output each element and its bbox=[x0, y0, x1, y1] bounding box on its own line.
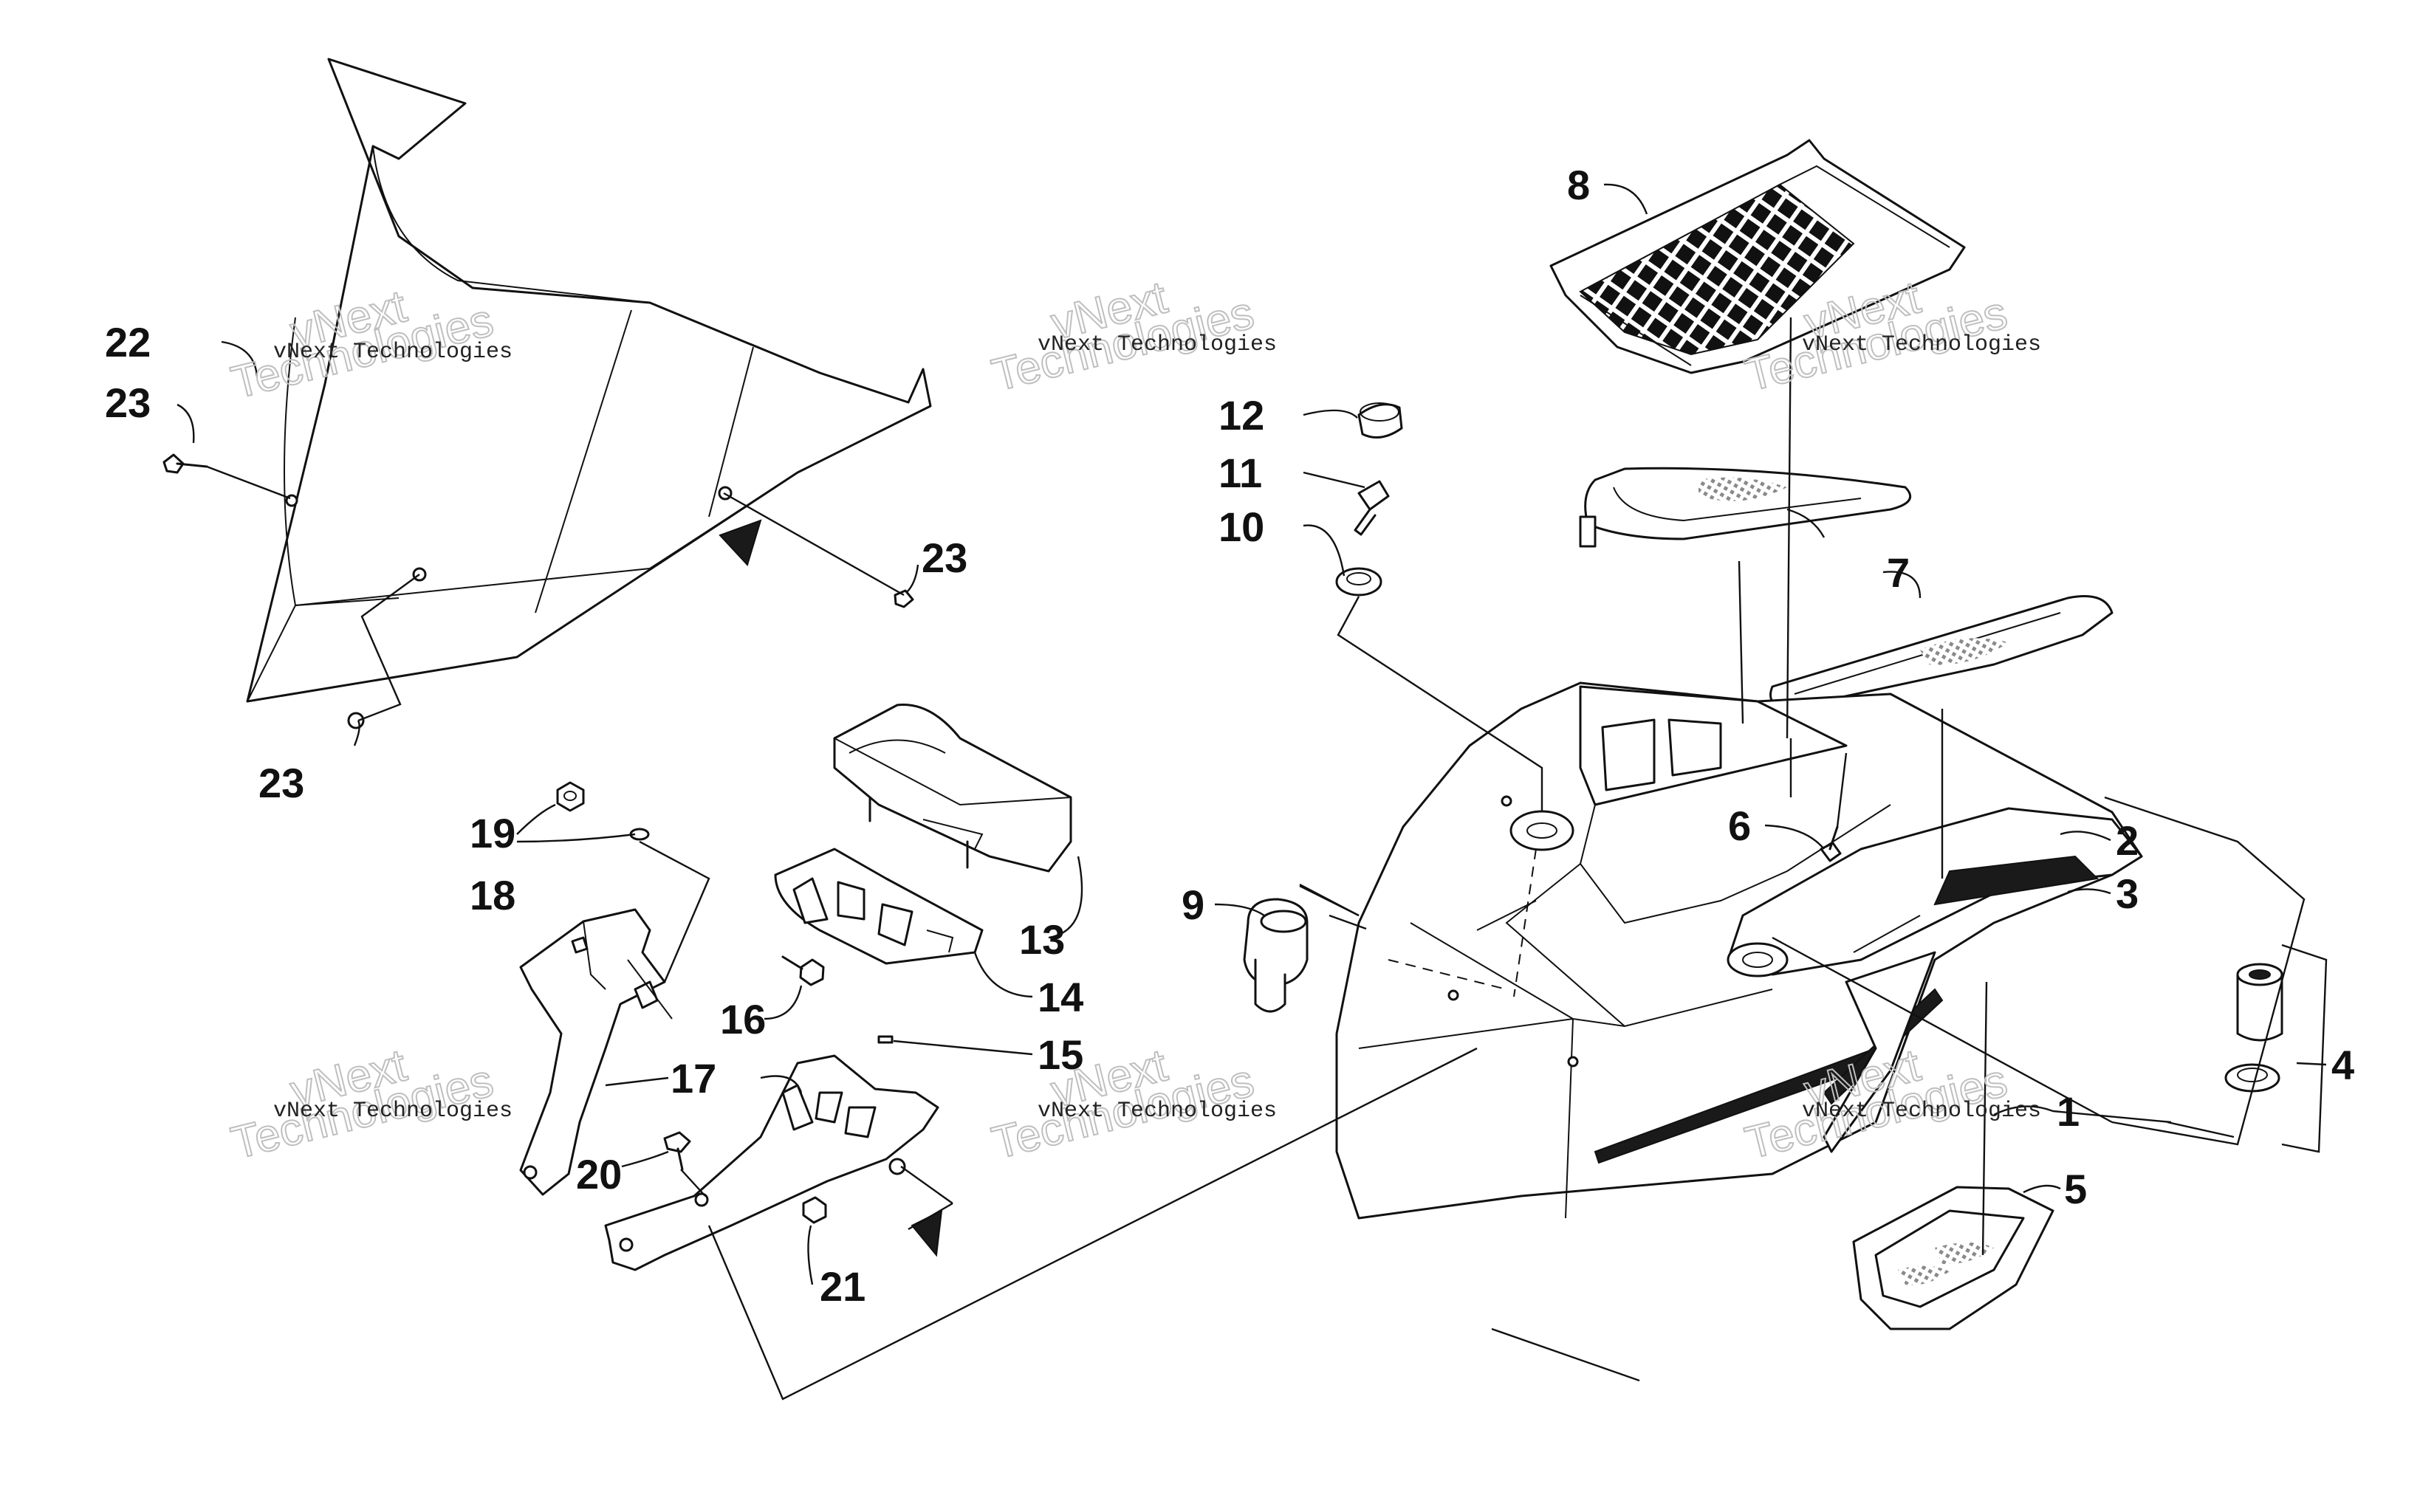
svg-text:vNext Technologies: vNext Technologies bbox=[1802, 1099, 2041, 1124]
ignition-nut-10 bbox=[1335, 567, 1382, 597]
callout-13: 13 bbox=[1019, 916, 1065, 963]
callout-labels: 1 2 3 4 5 6 7 8 9 10 11 12 13 14 15 16 1… bbox=[105, 162, 2354, 1310]
svg-text:vNext Technologies: vNext Technologies bbox=[1038, 332, 1277, 357]
callout-19: 19 bbox=[470, 810, 515, 856]
hood-body-1 bbox=[1335, 681, 2143, 1220]
svg-text:vNext Technologies: vNext Technologies bbox=[273, 340, 513, 365]
svg-text:vNext Technologies: vNext Technologies bbox=[273, 1099, 513, 1124]
watermark-top-center: vNext Technologies vNext Technologies bbox=[987, 271, 1277, 402]
switch-9 bbox=[1243, 898, 1309, 1013]
callout-23-left: 23 bbox=[105, 379, 151, 426]
callout-6: 6 bbox=[1728, 803, 1751, 849]
callout-23-right: 23 bbox=[922, 535, 967, 581]
windshield bbox=[246, 58, 932, 703]
gauge-bracket-14 bbox=[774, 848, 984, 965]
console-lid-upper-7 bbox=[1579, 467, 1912, 548]
callout-14: 14 bbox=[1038, 974, 1083, 1020]
callout-9: 9 bbox=[1182, 882, 1204, 928]
power-outlet-4 bbox=[2224, 963, 2283, 1093]
callout-18: 18 bbox=[470, 872, 515, 918]
callout-1: 1 bbox=[2057, 1088, 2080, 1135]
callout-4: 4 bbox=[2331, 1042, 2354, 1088]
mount-bracket-17-left bbox=[519, 908, 673, 1196]
callout-15: 15 bbox=[1038, 1031, 1083, 1078]
callout-21: 21 bbox=[820, 1263, 865, 1310]
leader-lines bbox=[176, 183, 2328, 1401]
callout-22: 22 bbox=[105, 319, 151, 365]
bolt-16 bbox=[781, 955, 825, 986]
screw-23-left bbox=[162, 453, 208, 474]
callout-5: 5 bbox=[2064, 1166, 2087, 1212]
screw-6 bbox=[1820, 825, 1842, 862]
screw-23-right bbox=[894, 589, 914, 608]
nut-23-bottom bbox=[347, 712, 365, 729]
nut-19 bbox=[556, 781, 585, 812]
callout-8: 8 bbox=[1567, 162, 1590, 208]
callout-3: 3 bbox=[2116, 870, 2139, 917]
pin-15 bbox=[877, 1035, 894, 1044]
callout-20: 20 bbox=[576, 1151, 622, 1197]
nut-21 bbox=[802, 1196, 827, 1224]
callout-12: 12 bbox=[1218, 392, 1264, 439]
key-11 bbox=[1354, 480, 1390, 536]
callout-17: 17 bbox=[671, 1055, 716, 1102]
callout-10: 10 bbox=[1218, 504, 1264, 550]
svg-text:vNext Technologies: vNext Technologies bbox=[1802, 332, 2041, 357]
callout-2: 2 bbox=[2116, 817, 2139, 864]
watermark-bottom-left: vNext Technologies vNext Technologies bbox=[226, 1039, 513, 1169]
callout-7: 7 bbox=[1887, 549, 1910, 596]
ignition-cap-12 bbox=[1357, 402, 1403, 439]
console-lid-lower-7 bbox=[1769, 595, 2114, 710]
watermark-bottom-center: vNext Technologies vNext Technologies bbox=[987, 1039, 1277, 1169]
storage-tray-8 bbox=[1549, 139, 1966, 374]
gauge-13 bbox=[833, 704, 1072, 873]
bolt-20 bbox=[663, 1131, 691, 1171]
callout-11: 11 bbox=[1218, 450, 1262, 496]
mount-bracket-17-right bbox=[604, 1054, 943, 1271]
callout-16: 16 bbox=[720, 996, 766, 1042]
svg-text:vNext Technologies: vNext Technologies bbox=[1038, 1099, 1277, 1124]
floor-mat-5 bbox=[1852, 1186, 2054, 1330]
callout-23-bottom: 23 bbox=[258, 760, 304, 806]
